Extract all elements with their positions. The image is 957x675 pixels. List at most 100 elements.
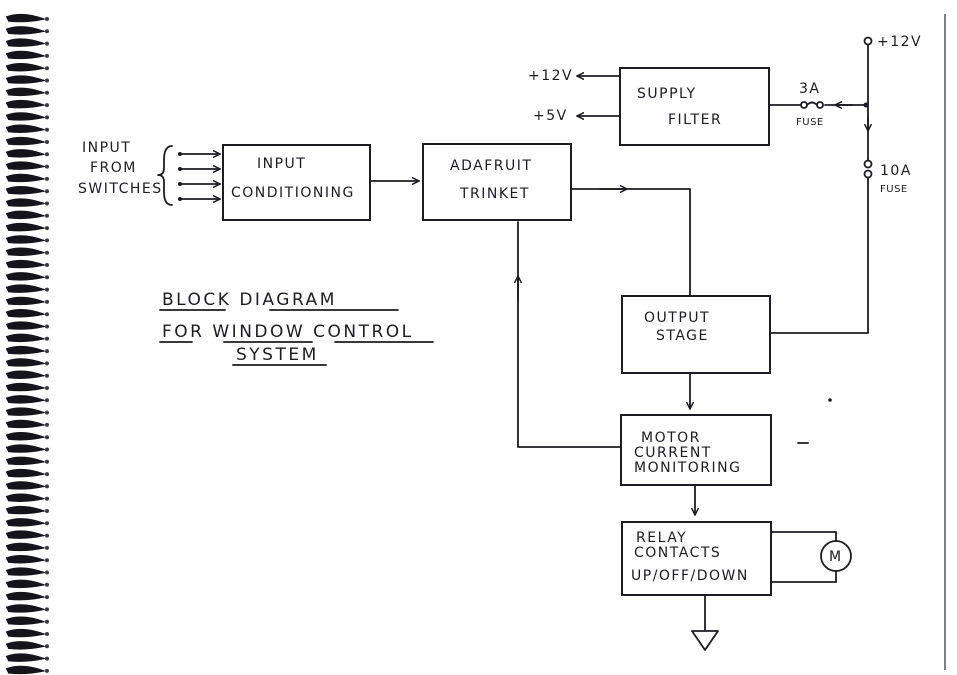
spiral-ring	[5, 186, 47, 195]
motor-wire-top	[770, 531, 837, 542]
spiral-ring	[5, 616, 47, 625]
title-line1: BLOCK DIAGRAM	[162, 290, 337, 310]
spiral-ring	[5, 63, 47, 72]
binding-hole	[45, 213, 49, 218]
fuse-10a-caption: FUSE	[880, 184, 908, 195]
spiral-ring	[5, 259, 47, 269]
spiral-ring	[5, 604, 47, 613]
binding-hole	[45, 349, 49, 354]
spiral-ring	[5, 333, 47, 343]
binding-hole	[45, 53, 49, 58]
motor-current-line3: MONITORING	[634, 460, 741, 476]
binding-hole	[45, 472, 49, 477]
spiral-ring	[5, 358, 47, 367]
spiral-ring	[5, 456, 47, 466]
binding-hole	[45, 115, 49, 120]
binding-hole	[45, 632, 49, 636]
motor-current-line1: MOTOR	[641, 430, 701, 446]
motor-wire-bottom	[770, 570, 837, 583]
spiral-ring	[5, 87, 47, 97]
binding-hole	[45, 226, 49, 231]
binding-hole	[45, 582, 49, 587]
motor-current-block	[620, 414, 772, 486]
spiral-ring	[5, 99, 47, 109]
spiral-ring	[5, 296, 47, 306]
spiral-ring	[5, 579, 47, 589]
spiral-ring	[5, 161, 47, 170]
binding-hole	[45, 176, 49, 181]
input-label-line3: SWITCHES	[78, 181, 163, 197]
binding-hole	[45, 644, 49, 649]
relay-line1: RELAY	[636, 530, 687, 546]
spiral-ring	[5, 567, 47, 576]
fuse-10a-to-output-wire	[769, 177, 869, 334]
spiral-ring	[5, 591, 47, 601]
output-stage-line2: STAGE	[656, 328, 709, 344]
spiral-ring	[5, 38, 47, 47]
title-line2: FOR WINDOW CONTROL	[162, 322, 414, 342]
output-stage-line1: OUTPUT	[644, 310, 710, 326]
spiral-ring	[5, 628, 47, 638]
binding-hole	[45, 299, 49, 304]
binding-hole	[45, 127, 49, 132]
spiral-ring	[5, 530, 47, 539]
fuse-10a-terminal-top	[863, 159, 873, 169]
binding-hole	[45, 66, 49, 71]
spiral-ring	[5, 468, 47, 478]
plus12v-output-label: +12V	[528, 68, 573, 84]
spiral-ring	[5, 321, 47, 330]
spiral-ring	[5, 345, 47, 355]
spiral-ring	[5, 149, 47, 158]
binding-hole	[45, 545, 49, 550]
spiral-ring	[5, 653, 47, 662]
binding-hole	[45, 78, 49, 83]
fuse-3a-caption: FUSE	[796, 117, 824, 128]
binding-hole	[45, 656, 49, 661]
input-label-line2: FROM	[90, 160, 137, 176]
spiral-ring	[5, 50, 47, 60]
binding-hole	[45, 312, 49, 317]
supply-filter-block	[619, 67, 770, 146]
ground-symbol	[691, 630, 719, 651]
binding-hole	[45, 410, 49, 415]
spiral-ring	[5, 370, 47, 379]
binding-hole	[45, 373, 49, 378]
relay-contacts-block	[621, 521, 772, 596]
binding-hole	[45, 607, 49, 612]
binding-hole	[45, 422, 49, 427]
spiral-ring	[5, 481, 47, 490]
fuse-10a-terminal-bottom	[863, 169, 873, 179]
input-conditioning-block	[222, 144, 371, 221]
input-conditioning-line1: INPUT	[257, 156, 306, 172]
binding-hole	[45, 558, 49, 563]
plus12v-input-label: +12V	[877, 34, 922, 50]
spiral-ring	[5, 13, 47, 23]
spiral-ring	[5, 555, 47, 564]
spiral-ring	[5, 222, 47, 232]
supply-terminal	[863, 36, 873, 46]
binding-hole	[45, 570, 49, 575]
spiral-ring	[5, 198, 47, 207]
binding-hole	[45, 164, 49, 169]
pen-dot	[828, 398, 832, 402]
spiral-ring	[5, 136, 47, 146]
binding-hole	[45, 398, 49, 403]
spiral-ring	[5, 395, 47, 404]
spiral-ring	[5, 210, 47, 220]
spiral-binding	[5, 13, 49, 675]
spiral-ring	[5, 124, 47, 133]
plus5v-output-label: +5V	[533, 108, 568, 124]
output-stage-block	[621, 295, 771, 374]
binding-hole	[45, 386, 49, 390]
spiral-ring	[5, 247, 47, 256]
spiral-ring	[5, 309, 47, 318]
relay-line3: UP/OFF/DOWN	[631, 568, 749, 584]
input-brace	[157, 145, 173, 206]
spiral-ring	[5, 284, 47, 293]
binding-hole	[45, 201, 49, 206]
spiral-ring	[5, 382, 47, 392]
binding-hole	[45, 41, 49, 46]
binding-hole	[45, 275, 49, 280]
binding-hole	[45, 238, 49, 243]
